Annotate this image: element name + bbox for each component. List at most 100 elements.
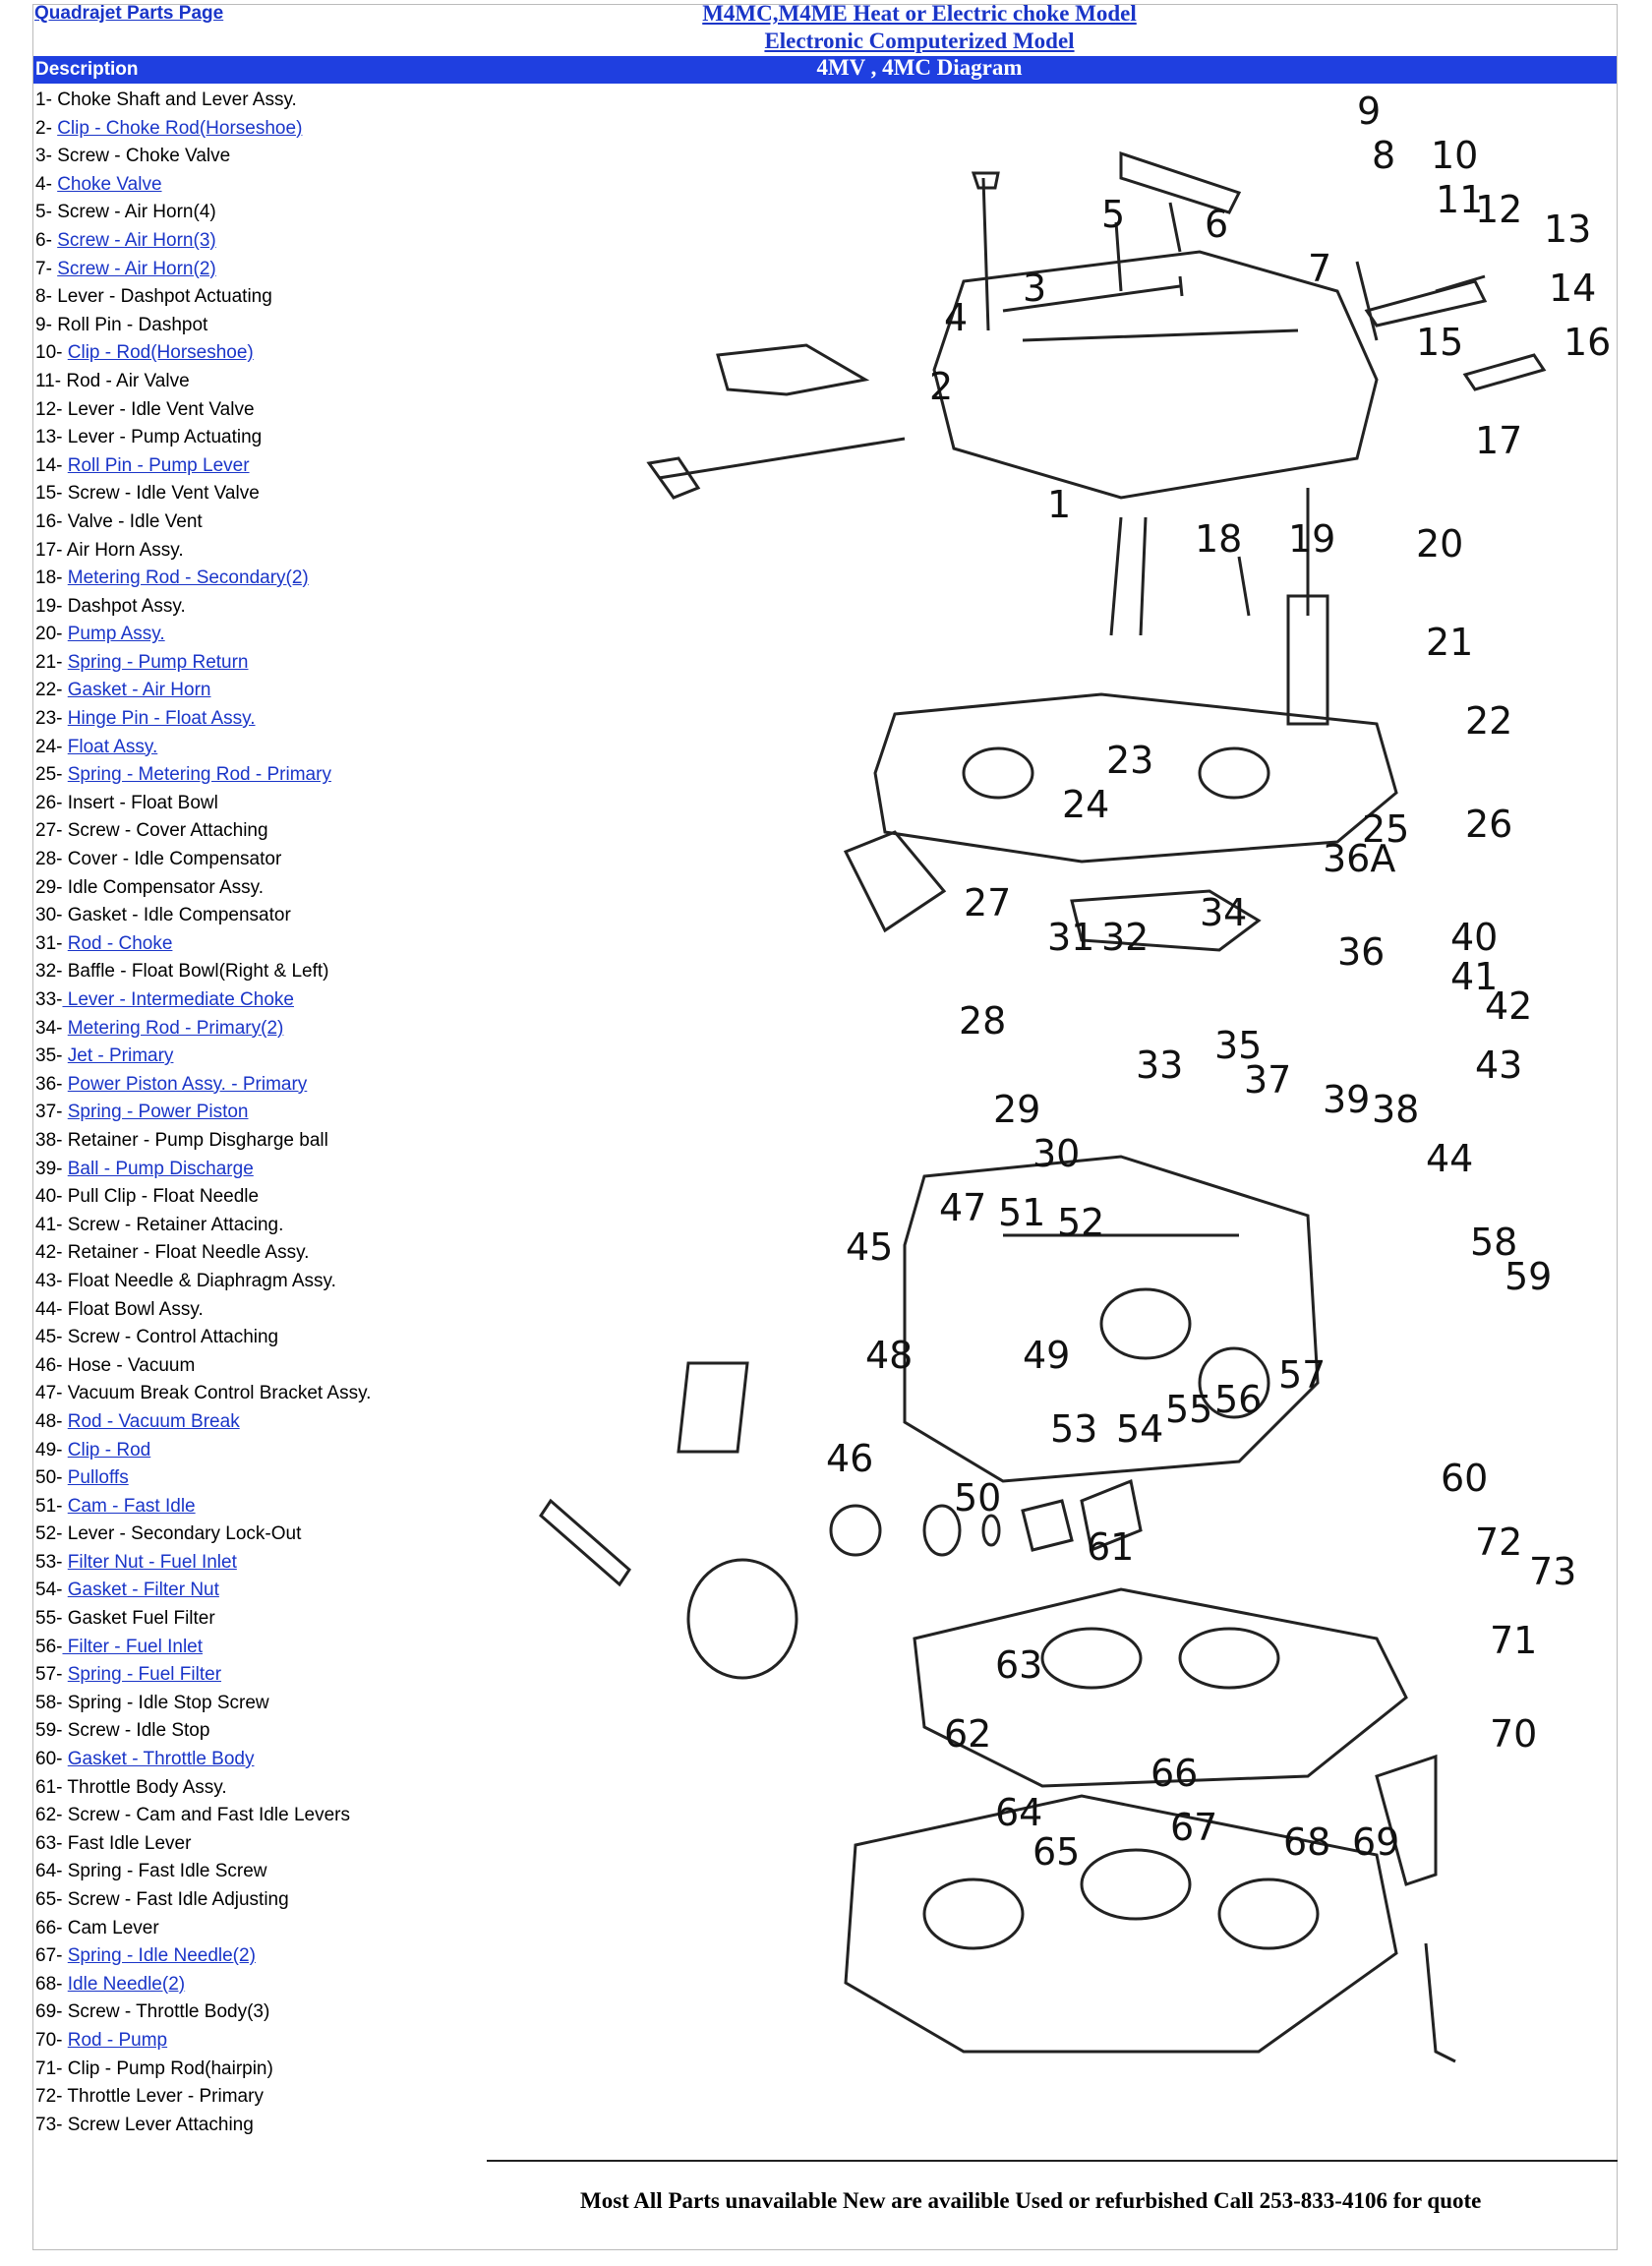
- part-link[interactable]: Gasket - Throttle Body: [67, 1749, 255, 1770]
- part-link[interactable]: Choke Valve: [57, 173, 162, 195]
- part-link[interactable]: Gasket - Air Horn: [67, 680, 211, 701]
- part-link[interactable]: Idle Needle(2): [67, 1973, 186, 1995]
- part-number: 70-: [35, 2029, 68, 2051]
- part-name: Cam Lever: [67, 1917, 159, 1938]
- part-row: 39- Ball - Pump Discharge: [35, 1156, 498, 1184]
- part-row: 10- Clip - Rod(Horseshoe): [35, 339, 498, 368]
- part-link[interactable]: Spring - Pump Return: [67, 651, 249, 673]
- part-link[interactable]: Power Piston Assy. - Primary: [67, 1073, 308, 1095]
- part-row: 63- Fast Idle Lever: [35, 1830, 498, 1859]
- part-number: 65-: [35, 1889, 68, 1910]
- part-link[interactable]: Filter - Fuel Inlet: [62, 1636, 204, 1657]
- part-row: 24- Float Assy.: [35, 734, 498, 762]
- part-row: 34- Metering Rod - Primary(2): [35, 1015, 498, 1044]
- part-number: 16-: [35, 510, 68, 532]
- part-link[interactable]: Metering Rod - Primary(2): [67, 1017, 284, 1039]
- part-link[interactable]: Spring - Fuel Filter: [67, 1664, 222, 1686]
- part-name: Air Horn Assy.: [66, 539, 184, 561]
- callout-18: 18: [1195, 517, 1242, 561]
- part-name: Roll Pin - Dashpot: [57, 314, 208, 335]
- part-link[interactable]: Filter Nut - Fuel Inlet: [67, 1551, 237, 1573]
- title-line-1[interactable]: M4MC,M4ME Heat or Electric choke Model: [702, 1, 1137, 26]
- part-number: 59-: [35, 1720, 68, 1742]
- part-link[interactable]: Metering Rod - Secondary(2): [67, 567, 309, 589]
- part-number: 12-: [35, 398, 68, 420]
- part-link[interactable]: Gasket - Filter Nut: [67, 1580, 219, 1601]
- part-row: 72- Throttle Lever - Primary: [35, 2083, 498, 2112]
- part-link[interactable]: Cam - Fast Idle: [67, 1495, 196, 1517]
- part-number: 26-: [35, 792, 68, 813]
- part-row: 42- Retainer - Float Needle Assy.: [35, 1239, 498, 1268]
- part-link[interactable]: Clip - Rod(Horseshoe): [67, 342, 254, 364]
- part-link[interactable]: Roll Pin - Pump Lever: [67, 454, 250, 476]
- part-name: Fast Idle Lever: [67, 1832, 192, 1854]
- part-link[interactable]: Screw - Air Horn(3): [57, 229, 216, 251]
- part-link[interactable]: Spring - Power Piston: [67, 1102, 249, 1123]
- callout-2: 2: [929, 365, 953, 408]
- callout-44: 44: [1426, 1137, 1473, 1180]
- part-link[interactable]: Pump Assy.: [67, 624, 165, 645]
- callout-51: 51: [998, 1191, 1045, 1234]
- part-link[interactable]: Rod - Choke: [67, 932, 173, 954]
- part-row: 27- Screw - Cover Attaching: [35, 817, 498, 846]
- part-number: 45-: [35, 1327, 68, 1348]
- part-number: 35-: [35, 1045, 68, 1067]
- part-name: Lever - Dashpot Actuating: [57, 286, 272, 308]
- callout-28: 28: [959, 999, 1006, 1043]
- callout-30: 30: [1032, 1132, 1080, 1175]
- part-name: Gasket Fuel Filter: [67, 1608, 215, 1630]
- part-row: 40- Pull Clip - Float Needle: [35, 1183, 498, 1212]
- part-row: 29- Idle Compensator Assy.: [35, 874, 498, 903]
- part-name: Float Bowl Assy.: [67, 1298, 204, 1320]
- part-link[interactable]: Clip - Choke Rod(Horseshoe): [57, 117, 303, 139]
- part-number: 68-: [35, 1973, 68, 1995]
- part-link[interactable]: Screw - Air Horn(2): [57, 258, 216, 279]
- part-link[interactable]: Spring - Metering Rod - Primary: [67, 764, 331, 786]
- callout-63: 63: [995, 1643, 1042, 1687]
- part-link[interactable]: Jet - Primary: [67, 1045, 174, 1067]
- part-link[interactable]: Clip - Rod: [67, 1439, 151, 1461]
- part-number: 30-: [35, 905, 68, 926]
- callout-56: 56: [1214, 1378, 1262, 1421]
- part-number: 51-: [35, 1495, 68, 1517]
- part-name: Dashpot Assy.: [67, 595, 186, 617]
- part-row: 1- Choke Shaft and Lever Assy.: [35, 87, 498, 115]
- part-link[interactable]: Hinge Pin - Float Assy.: [67, 708, 256, 730]
- part-name: Insert - Float Bowl: [67, 792, 218, 813]
- part-name: Screw - Cover Attaching: [67, 820, 268, 842]
- callout-6: 6: [1205, 203, 1228, 246]
- part-row: 62- Screw - Cam and Fast Idle Levers: [35, 1802, 498, 1830]
- part-number: 24-: [35, 736, 68, 757]
- part-row: 50- Pulloffs: [35, 1464, 498, 1493]
- part-number: 46-: [35, 1354, 68, 1376]
- part-row: 55- Gasket Fuel Filter: [35, 1605, 498, 1634]
- title-line-2[interactable]: Electronic Computerized Model: [764, 29, 1075, 53]
- part-number: 19-: [35, 595, 68, 617]
- part-number: 33-: [35, 989, 63, 1010]
- part-link[interactable]: Ball - Pump Discharge: [67, 1158, 254, 1179]
- throttle-lever-drawing: [1375, 1754, 1456, 2063]
- part-link[interactable]: Rod - Pump: [67, 2029, 168, 2051]
- callout-62: 62: [944, 1712, 991, 1756]
- callout-61: 61: [1087, 1525, 1134, 1569]
- part-link[interactable]: Rod - Vacuum Break: [67, 1410, 240, 1432]
- part-link[interactable]: Pulloffs: [67, 1467, 129, 1489]
- part-link[interactable]: Spring - Idle Needle(2): [67, 1945, 256, 1967]
- quadrajet-parts-page-link[interactable]: Quadrajet Parts Page: [34, 3, 224, 24]
- callout-59: 59: [1504, 1255, 1552, 1298]
- part-number: 48-: [35, 1410, 68, 1432]
- part-number: 56-: [35, 1636, 63, 1657]
- part-number: 37-: [35, 1102, 68, 1123]
- callout-45: 45: [846, 1225, 893, 1269]
- part-link[interactable]: Lever - Intermediate Choke: [62, 989, 294, 1010]
- part-row: 71- Clip - Pump Rod(hairpin): [35, 2056, 498, 2084]
- part-row: 6- Screw - Air Horn(3): [35, 227, 498, 256]
- part-row: 60- Gasket - Throttle Body: [35, 1746, 498, 1774]
- part-name: Spring - Idle Stop Screw: [67, 1692, 269, 1713]
- part-row: 37- Spring - Power Piston: [35, 1099, 498, 1127]
- part-link[interactable]: Float Assy.: [67, 736, 158, 757]
- callout-24: 24: [1062, 783, 1109, 826]
- throttle-body-gasket-drawing: [913, 1587, 1408, 1788]
- part-number: 14-: [35, 454, 68, 476]
- callout-41: 41: [1450, 955, 1498, 998]
